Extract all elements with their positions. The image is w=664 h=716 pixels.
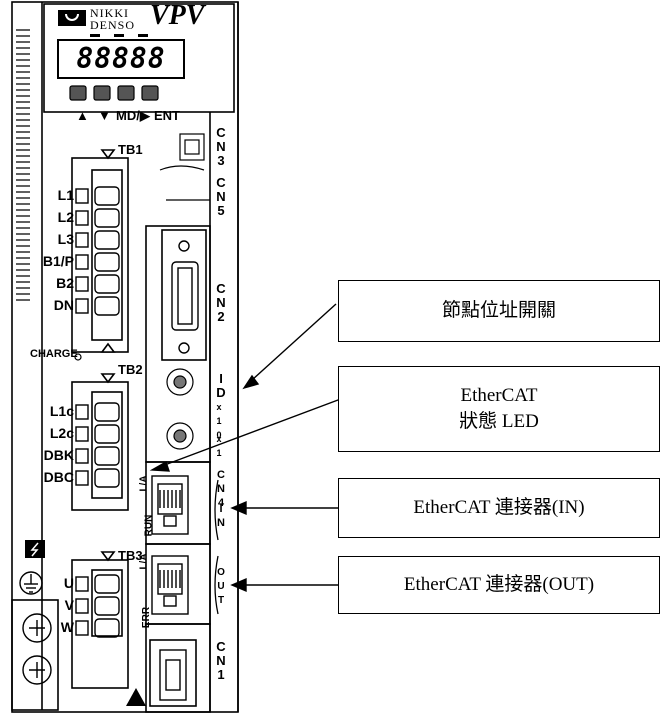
tb2-pin-screw (95, 403, 119, 421)
key-down-label: ▼ (98, 108, 111, 123)
err-label: ERR (141, 607, 152, 628)
warning-icon (126, 688, 146, 706)
tb1-pin-square (76, 277, 88, 291)
tb2-pin-square (76, 427, 88, 441)
tb1-pin-screw (95, 253, 119, 271)
key-enter (142, 86, 158, 100)
tb2-label: TB2 (118, 362, 143, 377)
tb2-pin-square (76, 405, 88, 419)
ground-icon (20, 572, 42, 594)
high-voltage-icon (25, 540, 45, 558)
callout-arrows (152, 304, 354, 591)
tb2-pin-screw (95, 425, 119, 443)
tb1-pin-square (76, 255, 88, 269)
tb3-pin-screw (95, 597, 119, 615)
key-mode-label: MD/▶ (116, 108, 150, 124)
tb1-pin-square (76, 233, 88, 247)
tb1-pin-square (76, 189, 88, 203)
cn1-panel (146, 624, 210, 712)
tb2-pin-label: L2c (50, 425, 74, 441)
tb2-pin-screw (95, 469, 119, 487)
tb3-pin-screw (95, 619, 119, 637)
cn4-panel (146, 462, 210, 544)
callout-ethercat-led: EtherCAT 狀態 LED (338, 366, 660, 452)
tb1-pin-label: B1/P (43, 253, 74, 269)
key-up (70, 86, 86, 100)
la-label-1: L/A (139, 475, 150, 491)
key-mode (118, 86, 134, 100)
tb1-pin-screw (95, 275, 119, 293)
tb1-pin-screw (95, 187, 119, 205)
tb2-pin-screw (95, 447, 119, 465)
cn2-connector (172, 262, 198, 330)
callout-led-line1: EtherCAT (460, 383, 537, 409)
callout-connector-out: EtherCAT 連接器(OUT) (338, 556, 660, 614)
tb2-block (72, 382, 128, 510)
tb3-pin-label: V (65, 597, 74, 613)
tb2-pin-label: DBC (44, 469, 74, 485)
callout-node-switch: 節點位址開關 (338, 280, 660, 342)
la-label-2: L/A (139, 553, 150, 569)
key-enter-label: ENT (154, 108, 180, 123)
tb1-pin-label: L3 (58, 231, 74, 247)
brand-bottom: DENSO (90, 18, 135, 33)
callout-led-line2: 狀態 LED (459, 409, 539, 435)
key-up-label: ▲ (76, 108, 89, 123)
key-down (94, 86, 110, 100)
model-name: VPV (150, 0, 204, 32)
tb1-pin-screw (95, 209, 119, 227)
tb3-pin-square (76, 599, 88, 613)
cn1-connector (160, 650, 186, 700)
tb1-label: TB1 (118, 142, 143, 157)
tb1-pin-label: L2 (58, 209, 74, 225)
tb2-pin-label: L1c (50, 403, 74, 419)
display-readout: 88888 (60, 42, 182, 75)
logo-mark (58, 10, 86, 26)
tb1-pin-square (76, 211, 88, 225)
tb2-pin-label: DBK (44, 447, 74, 463)
tb3-pin-screw (95, 575, 119, 593)
tb3-pin-label: W (61, 619, 74, 635)
tb1-pin-label: DN (54, 297, 74, 313)
tb1-pin-label: B2 (56, 275, 74, 291)
tb3-pin-square (76, 577, 88, 591)
tb3-pin-label: U (64, 575, 74, 591)
run-label: RUN (143, 515, 154, 537)
screw-icon (23, 614, 51, 684)
callout-connector-in: EtherCAT 連接器(IN) (338, 478, 660, 538)
tb1-pin-square (76, 299, 88, 313)
tb2-pin-square (76, 449, 88, 463)
tb1-pin-screw (95, 297, 119, 315)
charge-label: CHARGE (30, 348, 78, 360)
tb1-pin-screw (95, 231, 119, 249)
tb3-pin-square (76, 621, 88, 635)
tb1-pin-label: L1 (58, 187, 74, 203)
tb2-pin-square (76, 471, 88, 485)
